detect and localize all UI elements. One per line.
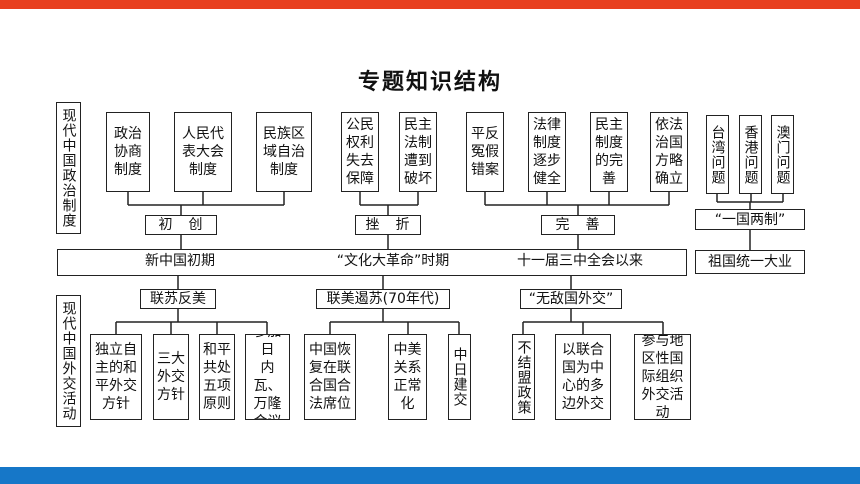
timeline-bar — [57, 249, 687, 276]
multilateral-diplomacy-box: 以联合 国为中 心的多 边外交 — [555, 334, 611, 420]
three-major-policies-box: 三大 外交 方针 — [153, 334, 189, 420]
stage-initial: 初 创 — [145, 215, 217, 235]
era-early-prc: 新中国初期 — [145, 253, 215, 269]
democracy-legality-box: 民主 法制 遭到 破坏 — [399, 112, 437, 192]
diplomacy-group-soviet: 联苏反美 — [140, 289, 216, 309]
bottom-accent-bar — [0, 467, 860, 484]
reunification-goal-box: 祖国统一大业 — [695, 250, 805, 274]
un-seat-box: 中国恢 复在联 合国合 法席位 — [304, 334, 356, 420]
one-country-two-systems-box: “一国两制” — [695, 209, 805, 230]
sino-japan-relations-box: 中日建交 — [448, 334, 471, 420]
citizen-rights-box: 公民 权利 失去 保障 — [341, 112, 379, 192]
non-aligned-policy-box: 不结盟政策 — [512, 334, 535, 420]
stage-setback: 挫 折 — [355, 215, 421, 235]
legal-system-box: 法律 制度 逐步 健全 — [528, 112, 566, 192]
five-principles-box: 和平 共处 五项 原则 — [199, 334, 235, 420]
top-accent-bar — [0, 0, 860, 9]
politics-category-label: 现代中国政治制度 — [56, 102, 81, 234]
democratic-system-box: 民主 制度 的完 善 — [590, 112, 628, 192]
sino-us-normalization-box: 中美 关系 正常 化 — [388, 334, 427, 420]
political-consultative-box: 政治 协商 制度 — [106, 112, 150, 192]
taiwan-issue-box: 台湾问题 — [706, 115, 729, 194]
diplomacy-category-label: 现代中国外交活动 — [56, 295, 81, 427]
macau-issue-box: 澳门问题 — [771, 115, 794, 194]
regional-organizations-box: 参与地 区性国 际组织 外交活 动 — [634, 334, 691, 420]
stage-improve: 完 善 — [541, 215, 615, 235]
geneva-bandung-box: 参加日 内瓦、 万隆 会议 — [245, 334, 290, 420]
peoples-congress-box: 人民代 表大会 制度 — [174, 112, 232, 192]
regional-autonomy-box: 民族区 域自治 制度 — [256, 112, 312, 192]
diplomacy-group-no-enemy: “无敌国外交” — [520, 289, 622, 309]
rehabilitation-box: 平反 冤假 错案 — [466, 112, 504, 192]
rule-of-law-box: 依法 治国 方略 确立 — [650, 112, 688, 192]
era-cultural-revolution: “文化大革命”时期 — [336, 253, 450, 269]
hongkong-issue-box: 香港问题 — [739, 115, 762, 194]
diplomacy-group-us: 联美遏苏(70年代) — [316, 289, 450, 309]
independent-peace-policy-box: 独立自 主的和 平外交 方针 — [90, 334, 142, 420]
page-title: 专题知识结构 — [357, 70, 502, 95]
era-reform: 十一届三中全会以来 — [517, 253, 643, 269]
